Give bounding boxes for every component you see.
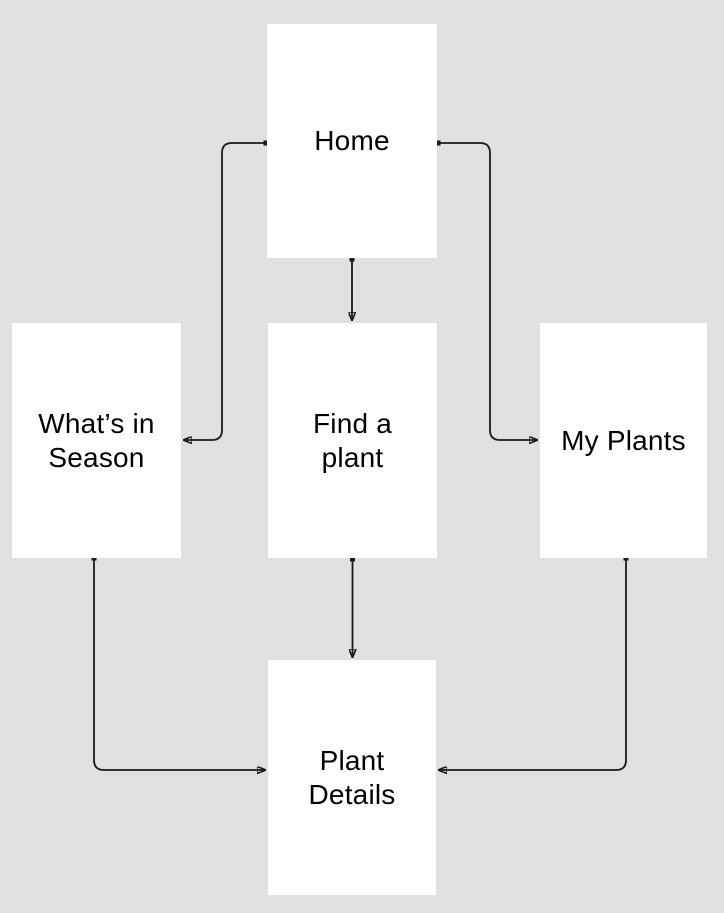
node-home[interactable]: Home — [267, 24, 437, 258]
node-plant-details[interactable]: Plant Details — [268, 660, 436, 895]
node-whats-in-season-label: What’s in Season — [38, 407, 155, 473]
node-whats-in-season[interactable]: What’s in Season — [12, 323, 181, 558]
node-my-plants[interactable]: My Plants — [540, 323, 707, 558]
node-find-a-plant[interactable]: Find a plant — [268, 323, 437, 558]
edge-my-plants-to-plant-details — [439, 558, 626, 770]
node-find-a-plant-label: Find a plant — [312, 407, 393, 473]
edge-home-to-my-plants — [438, 143, 537, 440]
node-my-plants-label: My Plants — [561, 424, 686, 456]
node-home-label: Home — [314, 125, 390, 157]
edge-home-to-whats-in-season — [184, 143, 266, 440]
edge-whats-in-season-to-plant-details — [94, 558, 265, 770]
node-plant-details-label: Plant Details — [308, 744, 396, 810]
